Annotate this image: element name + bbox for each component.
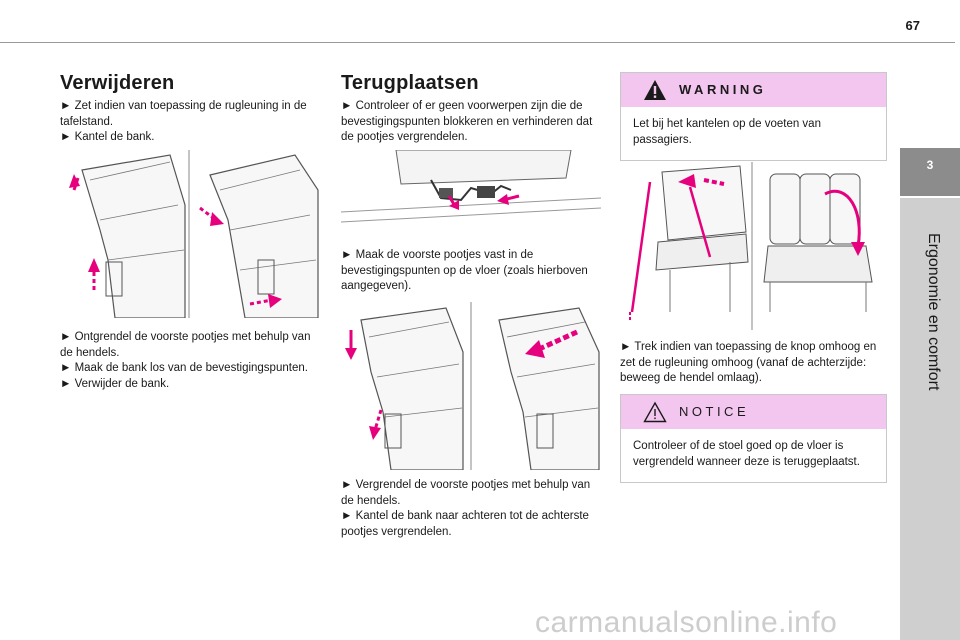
warning-title: WARNING: [679, 82, 767, 97]
chapter-title: Ergonomie en comfort: [925, 233, 942, 391]
remove-steps: ► Ontgrendel de voorste pootjes met behu…: [60, 330, 322, 392]
refit-middle: ► Maak de voorste pootjes vast in de bev…: [341, 248, 603, 295]
notice-triangle-icon: [643, 401, 667, 423]
remove-illustration: [60, 150, 320, 318]
backrest-illustration: [620, 162, 885, 330]
notice-header: NOTICE: [621, 395, 886, 429]
header-rule: [0, 42, 955, 43]
notice-box: NOTICE Controleer of de stoel goed op de…: [620, 394, 887, 483]
section-heading-refit: Terugplaatsen: [341, 72, 479, 94]
remove-step: ► Maak de bank los van de bevestigingspu…: [60, 362, 308, 374]
page-number: 67: [905, 18, 920, 33]
watermark: carmanualsonline.info: [535, 606, 838, 639]
remove-intro: ► Zet indien van toepassing de rugleunin…: [60, 99, 322, 146]
remove-intro-line: ► Zet indien van toepassing de rugleunin…: [60, 100, 307, 128]
section-heading-remove: Verwijderen: [60, 72, 175, 94]
notice-title: NOTICE: [679, 404, 750, 419]
backrest-step: ► Trek indien van toepassing de knop omh…: [620, 341, 877, 384]
chapter-tab: [900, 148, 960, 196]
remove-intro-line: ► Kantel de bank.: [60, 131, 155, 143]
notice-text: Controleer of de stoel goed op de vloer …: [633, 440, 860, 468]
refit-intro: ► Controleer of er geen voorwerpen zijn …: [341, 99, 603, 146]
warning-box: WARNING Let bij het kantelen op de voete…: [620, 72, 887, 161]
refit-intro-line: ► Controleer of er geen voorwerpen zijn …: [341, 100, 593, 143]
warning-text: Let bij het kantelen op de voeten van pa…: [633, 118, 821, 146]
remove-step: ► Ontgrendel de voorste pootjes met behu…: [60, 331, 311, 359]
chapter-number: 3: [926, 158, 934, 172]
refit-middle-line: ► Maak de voorste pootjes vast in de bev…: [341, 249, 588, 292]
remove-step: ► Verwijder de bank.: [60, 377, 170, 390]
refit-steps: ► Vergrendel de voorste pootjes met behu…: [341, 478, 603, 540]
warning-header: WARNING: [621, 73, 886, 107]
chapter-tab-strip: [900, 198, 960, 640]
fixing-point-illustration: [341, 150, 601, 232]
refit-step: ► Kantel de bank naar achteren tot de ac…: [341, 510, 589, 538]
lock-illustration: [341, 302, 601, 470]
warning-triangle-icon: [644, 80, 666, 100]
refit-step: ► Vergrendel de voorste pootjes met behu…: [341, 479, 591, 507]
